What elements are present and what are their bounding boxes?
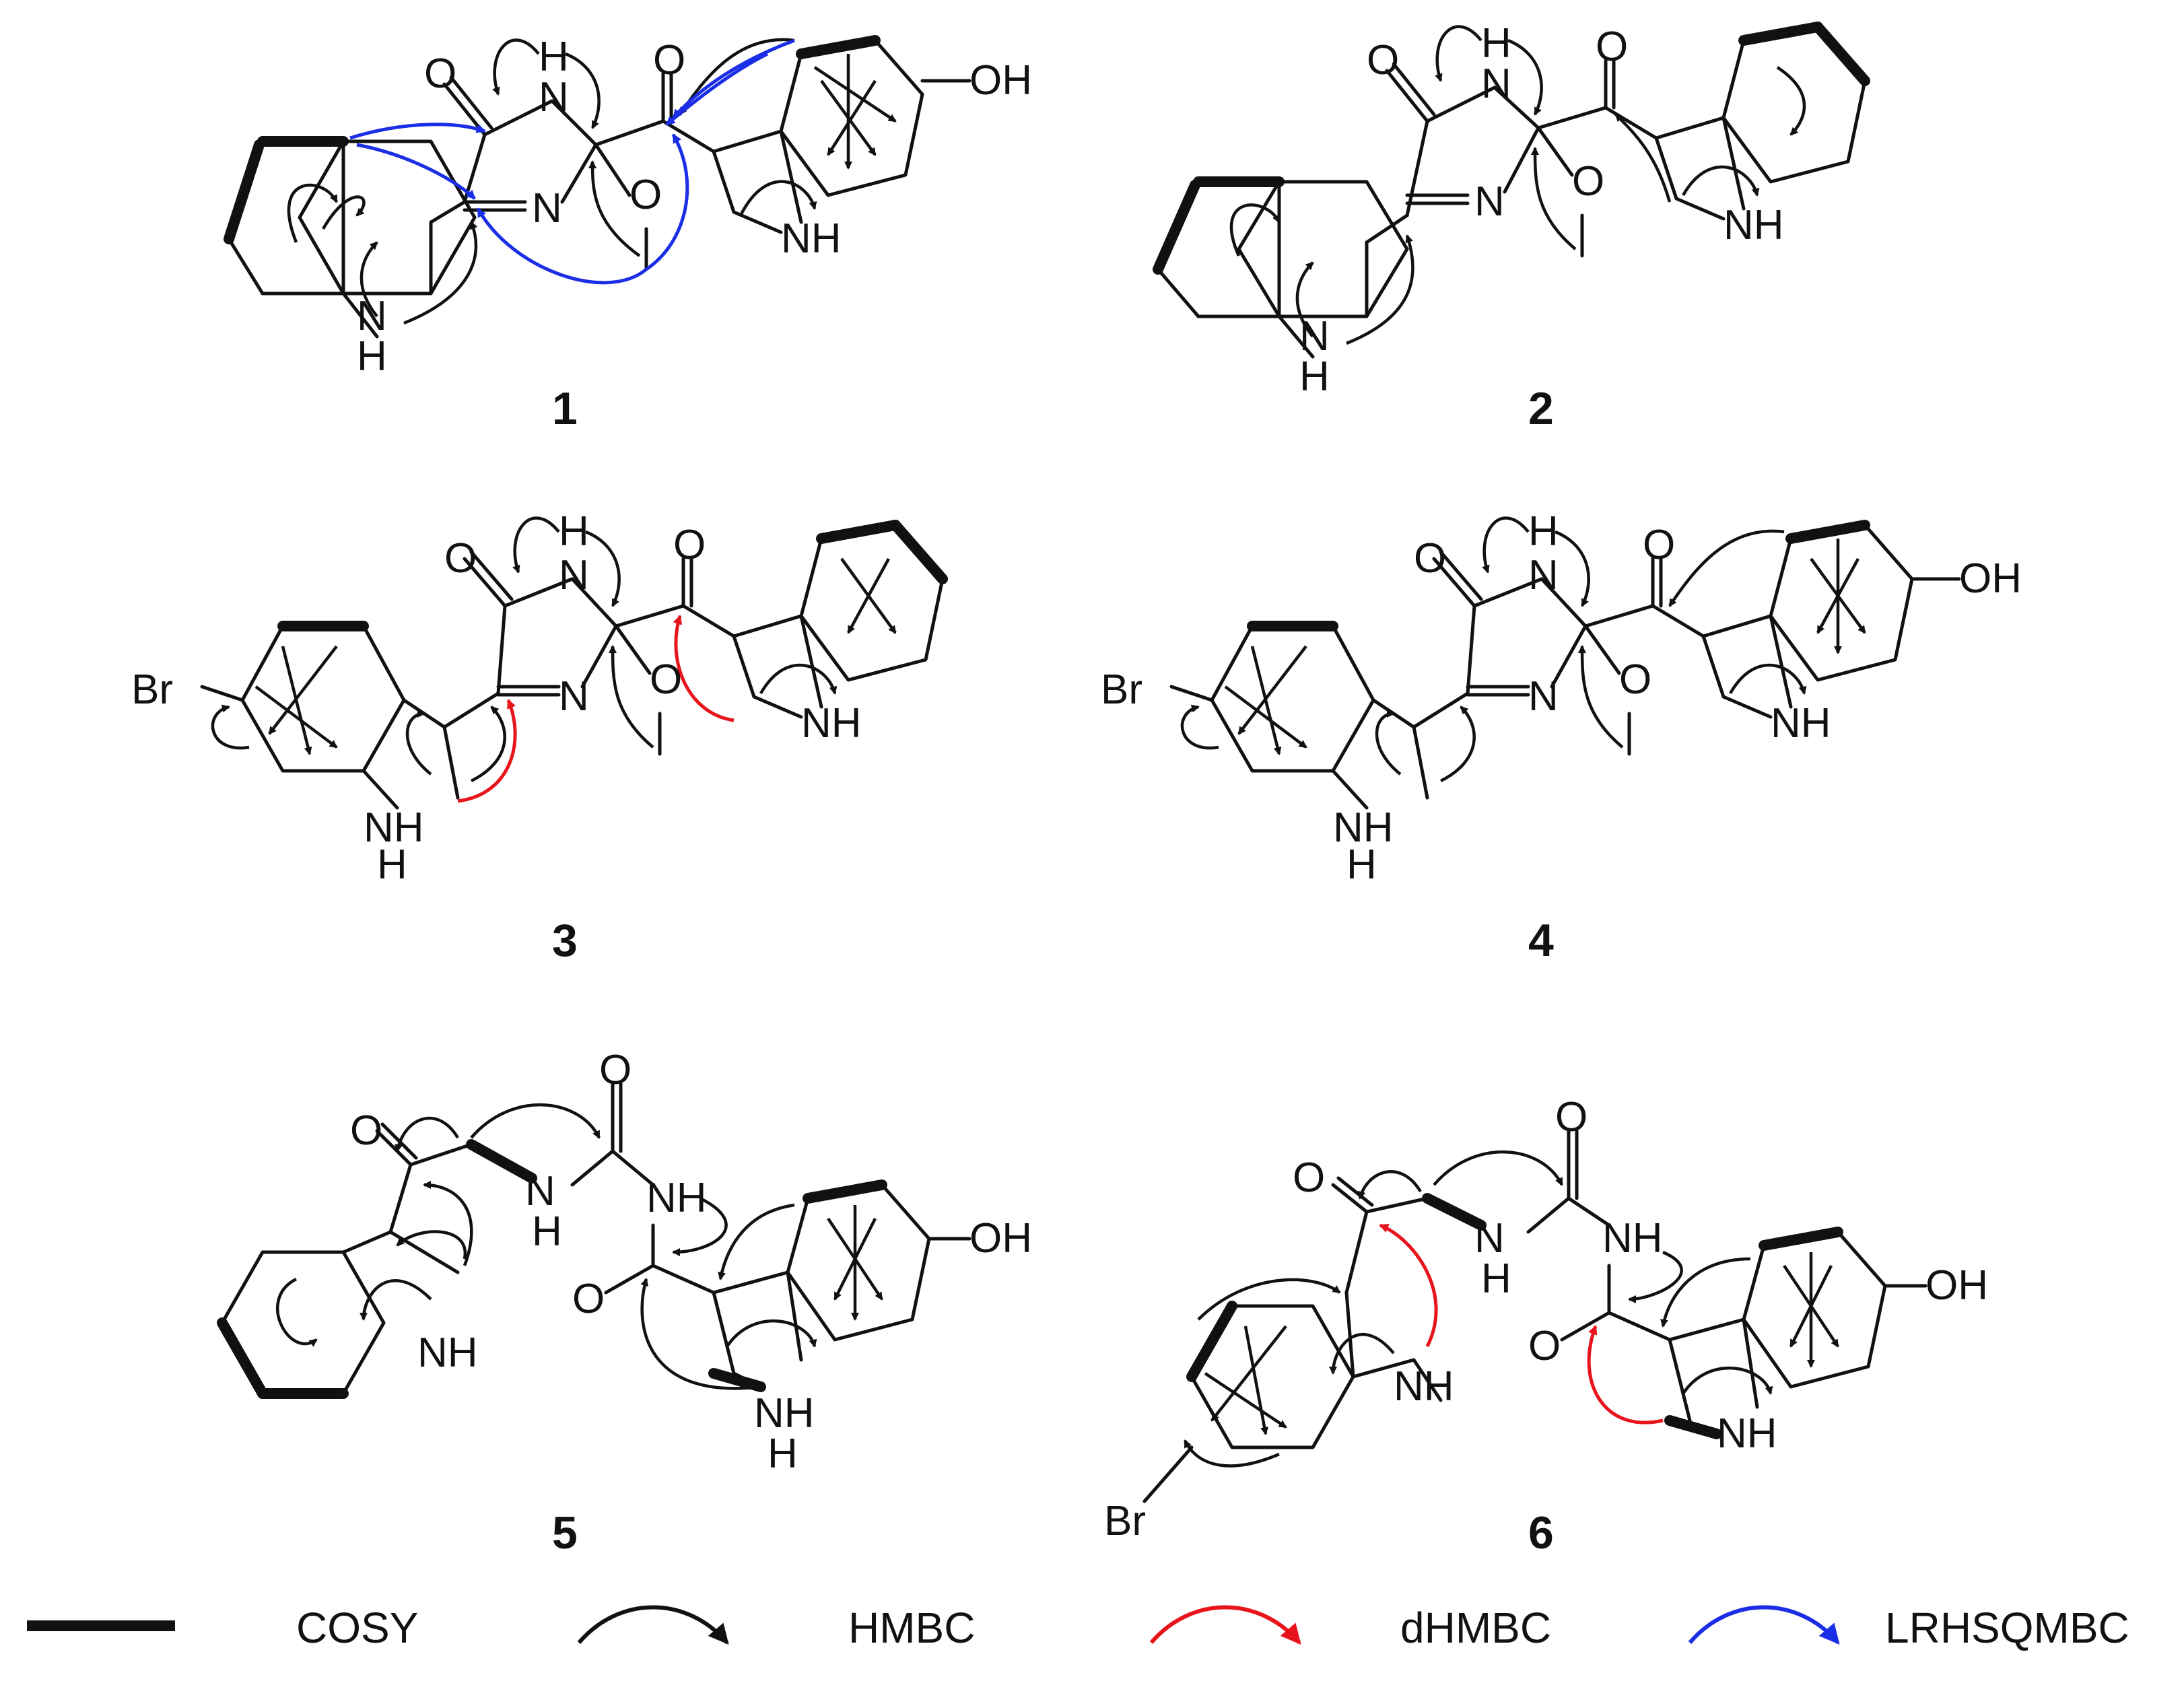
c4-atom-h: H [1528,508,1559,555]
compound-4-label: 4 [1528,915,1554,966]
c5-atom-h-right: H [767,1431,798,1477]
c3-atom-n-imine: N [559,673,589,720]
c6-atom-o-ketone: O [1293,1155,1325,1201]
c1-atom-nh-left: N [357,293,387,339]
c4-hydroxyl-label: OH [1959,555,2022,602]
c5-atom-nh-amide: N [525,1168,555,1214]
legend-lrhsqmbc-label: LRHSQMBC [1885,1604,2129,1652]
c5-atom-h-amide: H [532,1208,562,1255]
compound-3-label: 3 [552,915,578,966]
c1-atom-n-imine: N [532,185,562,232]
compound-3-structure: Br O H N N O O NH NH H 3 [131,508,948,966]
c6-atom-o-urea: O [1555,1094,1588,1140]
c5-atom-o-ketone: O [350,1107,382,1154]
c2-atom-n-imine: N [1474,178,1505,225]
c3-bromine-label: Br [131,666,173,713]
legend-lrhsqmbc-arrow-icon [1688,1605,1840,1645]
legend-dhmbc-arrow-icon [1149,1605,1301,1645]
c4-atom-o-methoxy: O [1619,656,1651,703]
c4-atom-nh-left: NH [1333,804,1394,851]
c1-atom-h: H [539,34,569,80]
c1-atom-n-amide: N [539,74,569,121]
c4-atom-o-amide: O [1414,535,1446,582]
c4-atom-h-left: H [1346,842,1377,888]
c2-atom-n-left: N [1299,313,1330,359]
legend: COSY HMBC dHMBC LRHSQMBC [27,1604,2129,1652]
c1-atom-h-left: H [357,333,387,380]
c3-atom-n-amide: N [559,552,589,598]
c6-atom-nh-right: NH [1717,1410,1777,1457]
c3-atom-nh-right: NH [801,700,862,747]
c5-atom-nh-right: NH [754,1390,815,1437]
legend-item-dhmbc: dHMBC [1149,1604,1551,1652]
compound-1-structure: O H N N O O OH NH N H 1 [224,34,1032,434]
c1-hydroxyl-label: OH [969,57,1032,104]
c1-atom-o-methoxy: O [629,172,662,218]
c4-atom-n-imine: N [1528,673,1559,720]
compound-1-label: 1 [552,383,578,434]
c4-atom-n-amide: N [1528,552,1559,598]
c4-atom-o-ketone: O [1643,522,1675,568]
c3-atom-h-left: H [377,842,407,888]
c5-atom-nh-left: NH [417,1330,478,1376]
c3-atom-o-methoxy: O [650,656,682,703]
legend-cosy-label: COSY [296,1604,418,1652]
compound-6-structure: O N H O NH O OH NH NH Br 6 [1104,1094,1988,1558]
c3-atom-o-amide: O [444,535,477,582]
c2-atom-h-left: H [1299,353,1330,400]
c6-bromine-label: Br [1104,1498,1146,1544]
c6-atom-o-carbonyl: O [1528,1323,1561,1369]
legend-item-lrhsqmbc: LRHSQMBC [1688,1604,2129,1652]
c5-atom-nh-urea: NH [646,1175,707,1221]
c1-atom-o-ketone: O [653,37,685,83]
c2-atom-n-amide: N [1481,61,1511,107]
c5-hydroxyl-label: OH [969,1215,1032,1262]
c5-atom-o-urea: O [599,1047,632,1093]
c2-atom-nh-right: NH [1724,202,1784,248]
c2-atom-o-ketone: O [1596,24,1628,70]
c2-atom-o-methoxy: O [1572,158,1604,205]
c3-atom-o-ketone: O [673,522,706,568]
c6-atom-nh-urea: NH [1602,1215,1663,1262]
c1-atom-nh-right: NH [781,215,842,262]
legend-hmbc-arrow-icon [577,1605,729,1645]
c3-atom-h: H [559,508,589,555]
c6-atom-nh-amide: N [1474,1215,1505,1262]
c4-atom-nh-right: NH [1771,700,1831,747]
legend-item-cosy: COSY [27,1604,418,1652]
compound-2-label: 2 [1528,383,1554,434]
c5-atom-o-carbonyl: O [572,1276,605,1322]
c1-atom-o-amide: O [424,50,456,97]
legend-item-hmbc: HMBC [577,1604,975,1652]
c6-atom-nh-left: NH [1394,1363,1454,1410]
compound-4-structure: Br O H N N O O OH NH NH H 4 [1101,508,2022,966]
legend-hmbc-label: HMBC [848,1604,975,1652]
c6-atom-h-amide: H [1481,1256,1511,1302]
compound-2-structure: O H N N O O NH N H 2 [1153,20,1870,434]
c6-hydroxyl-label: OH [1925,1262,1988,1309]
c4-bromine-label: Br [1101,666,1142,713]
legend-dhmbc-label: dHMBC [1400,1604,1551,1652]
c2-atom-h: H [1481,20,1511,67]
compound-6-label: 6 [1528,1507,1554,1558]
c3-atom-nh-left: NH [364,804,424,851]
c2-atom-o-amide: O [1367,37,1399,83]
compound-5-structure: O N H O NH O OH NH NH H 5 [217,1047,1032,1558]
compound-5-label: 5 [552,1507,578,1558]
